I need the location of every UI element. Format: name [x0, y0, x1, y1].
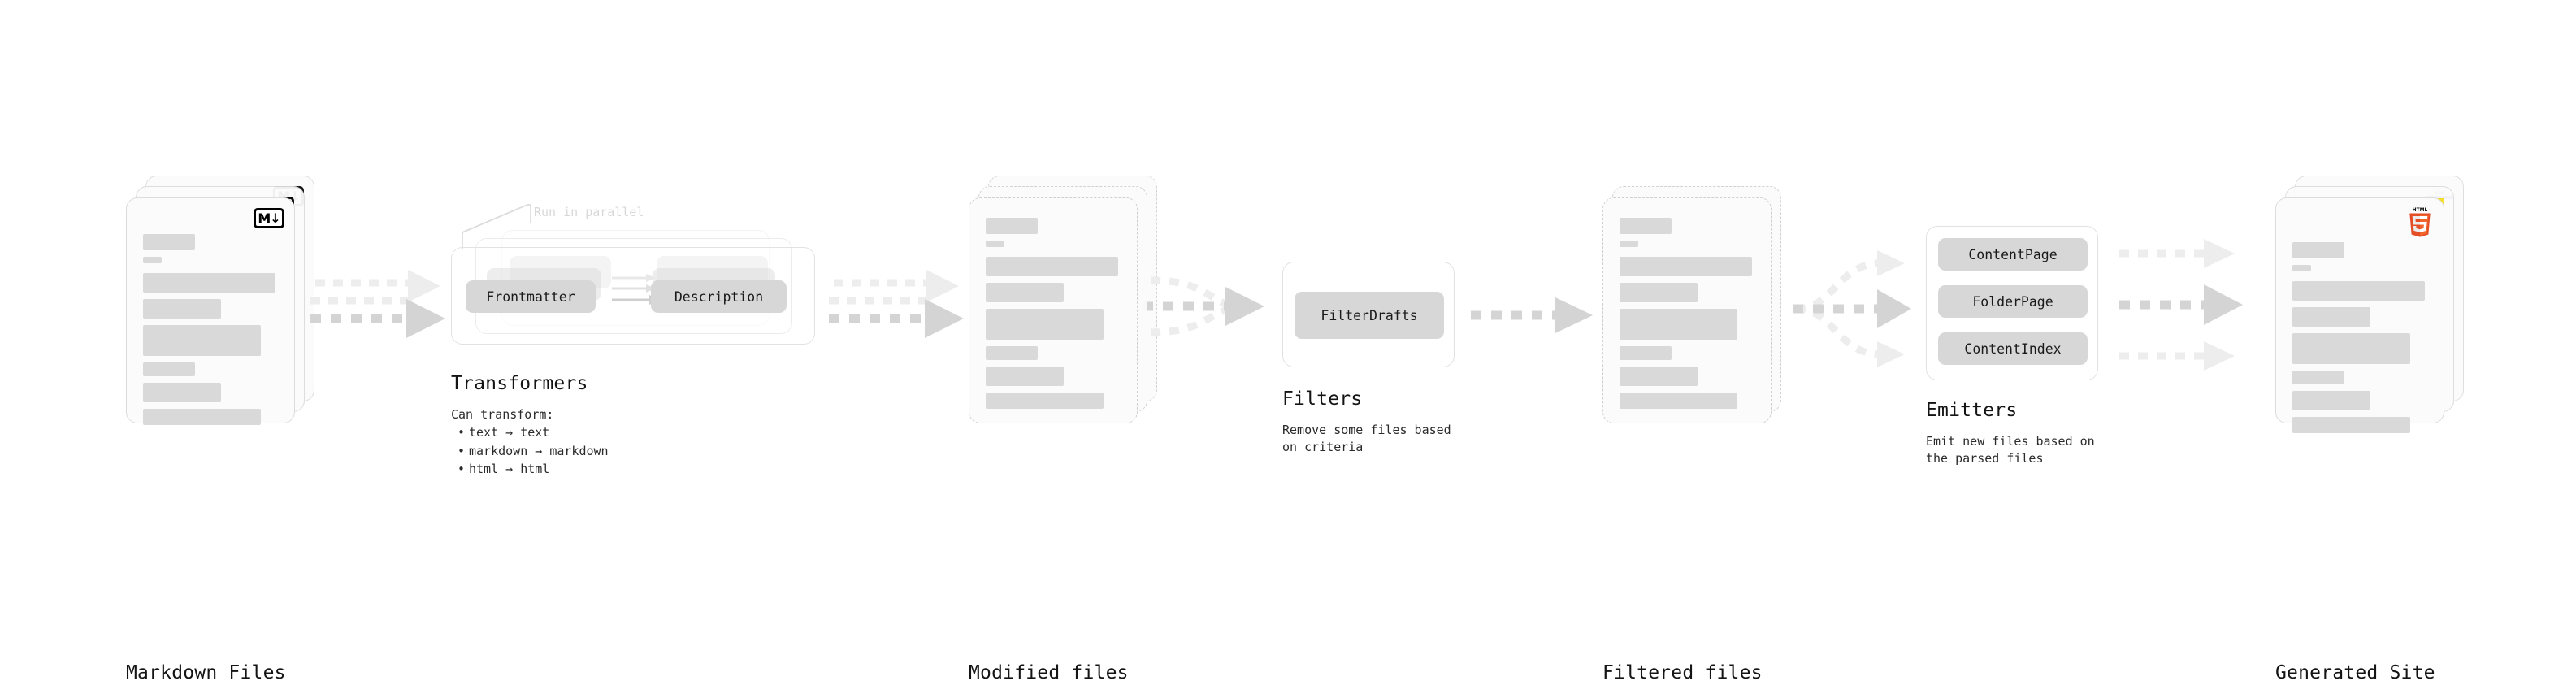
emitter-pill-contentpage[interactable]: ContentPage — [1938, 238, 2088, 271]
transformer-pill-frontmatter[interactable]: Frontmatter — [466, 280, 596, 313]
filters-group-box: FilterDrafts — [1282, 262, 1455, 367]
arrow-emitters-to-generated — [2119, 234, 2253, 380]
stage-markdown-files: M↓ M↓ M↓ — [126, 176, 314, 681]
skeleton-bar — [2292, 281, 2425, 301]
stage-emitters: ContentPage FolderPage ContentIndex Emit… — [1926, 226, 2098, 468]
modified-file-card-front — [969, 197, 1138, 423]
list-item: html → html — [451, 460, 833, 479]
skeleton-bar — [1620, 283, 1698, 302]
skeleton-bar — [1620, 309, 1737, 340]
page-title: Transformers — [451, 373, 588, 394]
skeleton-bar — [2292, 333, 2410, 364]
stage-transformers: Run in parallel — [451, 192, 833, 479]
list-item: text → text — [451, 423, 833, 442]
emitters-description: Emit new files based on the parsed files — [1926, 434, 2095, 466]
filtered-file-stack — [1602, 186, 1791, 423]
generated-site-stack: css HTML — [2275, 176, 2464, 433]
markdown-file-card-front: M↓ — [126, 197, 295, 425]
arrow-transformers-to-modified — [829, 268, 967, 354]
filter-pill-filterdrafts[interactable]: FilterDrafts — [1295, 292, 1444, 339]
generated-html-card: HTML — [2275, 197, 2444, 433]
skeleton-bar — [986, 257, 1118, 276]
stage-filters: FilterDrafts Filters Remove some files b… — [1282, 262, 1455, 457]
emitters-group-box: ContentPage FolderPage ContentIndex — [1926, 226, 2098, 380]
skeleton-bar — [1620, 346, 1672, 360]
skeleton-bar — [986, 283, 1064, 302]
arrow-filtered-to-emitters — [1793, 244, 1923, 374]
skeleton-bar — [143, 383, 221, 402]
skeleton-bar — [986, 218, 1038, 234]
page-title: Modified files — [969, 662, 1129, 681]
skeleton-bar — [1620, 257, 1752, 276]
skeleton-bar — [2292, 371, 2344, 384]
skeleton-bar — [2292, 391, 2370, 410]
skeleton-bar — [143, 325, 261, 356]
page-title: Emitters — [1926, 400, 2018, 421]
skeleton-bar — [986, 309, 1104, 340]
skeleton-bar — [1620, 393, 1737, 409]
stage-filtered-files: Filtered files — [1602, 186, 1791, 681]
page-title: Filters — [1282, 388, 1363, 410]
skeleton-bar — [986, 346, 1038, 360]
skeleton-bar — [2292, 242, 2344, 258]
document-skeleton — [143, 234, 283, 432]
skeleton-bar — [143, 362, 195, 376]
skeleton-bar — [2292, 417, 2410, 433]
transformer-group-front — [451, 247, 815, 345]
filters-description: Remove some files based on criteria — [1282, 423, 1451, 455]
skeleton-bar — [986, 241, 1004, 247]
document-skeleton — [986, 218, 1125, 415]
skeleton-bar — [986, 367, 1064, 386]
arrow-markdown-to-transformers — [310, 268, 449, 354]
skeleton-bar — [1620, 367, 1698, 386]
skeleton-bar — [2292, 307, 2370, 327]
skeleton-bar — [143, 273, 275, 293]
transformers-capability-list: text → text markdown → markdown html → h… — [451, 423, 833, 479]
list-item: markdown → markdown — [451, 442, 833, 461]
transformer-pill-description[interactable]: Description — [651, 280, 787, 313]
run-in-parallel-label: Run in parallel — [534, 205, 644, 219]
page-title: Filtered files — [1602, 662, 1763, 681]
skeleton-bar — [1620, 241, 1638, 247]
skeleton-bar — [143, 299, 221, 319]
transformers-subtitle: Can transform: — [451, 407, 554, 422]
run-in-parallel-leader — [462, 204, 531, 249]
stage-modified-files: Modified files HTML Syntax Tree + data f… — [969, 176, 1157, 681]
skeleton-bar — [143, 234, 195, 250]
skeleton-bar — [143, 409, 261, 425]
emitter-pill-folderpage[interactable]: FolderPage — [1938, 285, 2088, 318]
page-title: Markdown Files — [126, 662, 286, 681]
modified-file-stack — [969, 176, 1157, 423]
markdown-file-stack: M↓ M↓ M↓ — [126, 176, 314, 425]
filtered-file-card-front — [1602, 197, 1772, 423]
skeleton-bar — [2292, 265, 2311, 271]
skeleton-bar — [986, 393, 1104, 409]
document-skeleton — [1620, 218, 1759, 415]
page-title: Generated Site — [2275, 662, 2435, 681]
emitter-pill-contentindex[interactable]: ContentIndex — [1938, 332, 2088, 365]
markdown-icon: M↓ — [254, 208, 284, 228]
document-skeleton — [2292, 242, 2432, 440]
skeleton-bar — [143, 257, 162, 263]
arrow-filters-to-filtered — [1471, 291, 1601, 340]
transformers-group-stack: Run in parallel — [451, 192, 833, 345]
stage-generated-site: css HTML — [2275, 176, 2464, 681]
html5-icon: HTML — [2406, 206, 2434, 237]
skeleton-bar — [1620, 218, 1672, 234]
arrow-modified-to-filters — [1141, 264, 1271, 354]
svg-text:HTML: HTML — [2413, 208, 2428, 213]
